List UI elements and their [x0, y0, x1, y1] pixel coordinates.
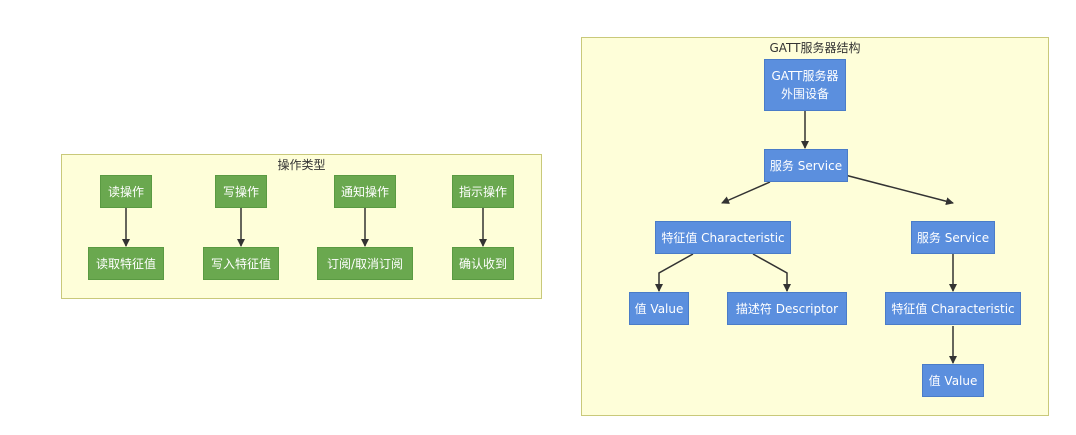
service-node-a: 服务 Service — [764, 149, 848, 182]
characteristic-node-b: 特征值 Characteristic — [885, 292, 1021, 325]
operation-types-title: 操作类型 — [277, 158, 326, 172]
read-operation-node: 读操作 — [100, 175, 152, 208]
gatt-structure-title: GATT服务器结构 — [769, 41, 861, 55]
write-result-node: 写入特征值 — [203, 247, 279, 280]
gatt-server-root-node: GATT服务器 外围设备 — [764, 59, 846, 111]
indicate-operation-node: 指示操作 — [452, 175, 514, 208]
service-node-b: 服务 Service — [911, 221, 995, 254]
write-operation-node: 写操作 — [215, 175, 267, 208]
value-node-a: 值 Value — [629, 292, 689, 325]
edge-service-characteristic-a — [721, 181, 771, 204]
indicate-result-node: 确认收到 — [452, 247, 514, 280]
characteristic-node-a: 特征值 Characteristic — [655, 221, 791, 254]
edge-characteristic-value-a — [655, 253, 694, 292]
descriptor-node-a: 描述符 Descriptor — [727, 292, 847, 325]
notify-operation-node: 通知操作 — [334, 175, 396, 208]
read-result-node: 读取特征值 — [88, 247, 164, 280]
value-node-b: 值 Value — [922, 364, 984, 397]
edge-characteristic-descriptor-a — [752, 253, 791, 292]
edge-service-service-b — [844, 174, 954, 206]
notify-result-node: 订阅/取消订阅 — [317, 247, 413, 280]
